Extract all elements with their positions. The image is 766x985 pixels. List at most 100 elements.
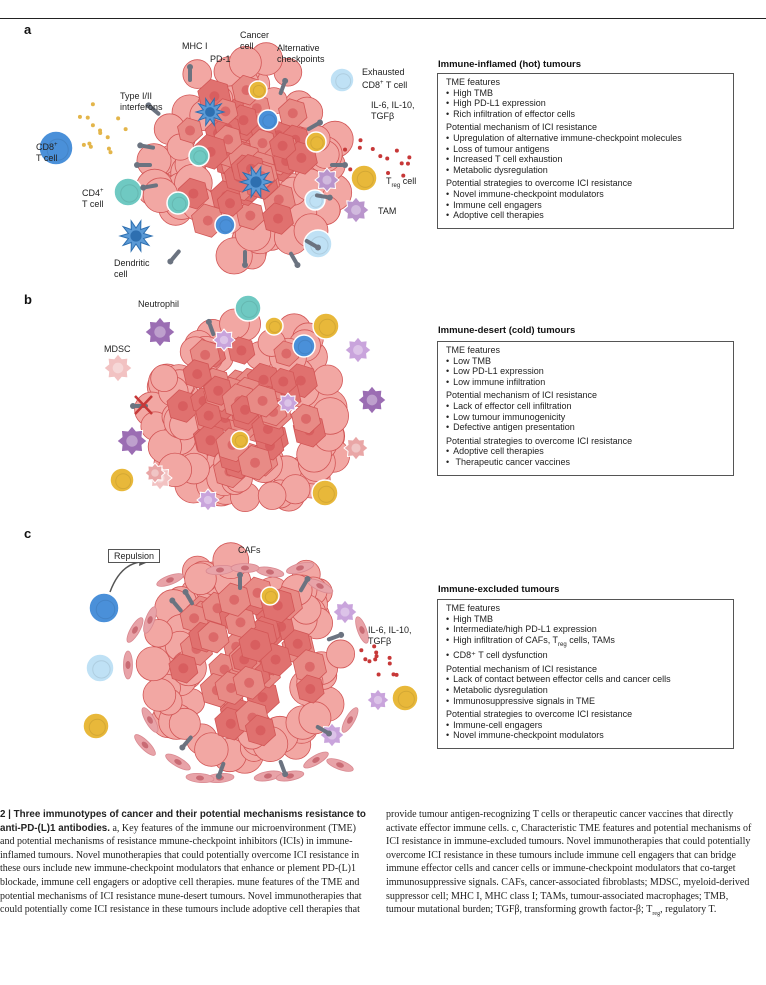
- caf-nucleus: [147, 616, 153, 624]
- info-bullet-item: High TMB: [446, 88, 733, 99]
- label-interferons: Type I/II interferons: [120, 91, 163, 112]
- checkpoint-receptor-head: [304, 576, 311, 583]
- checkpoint-receptor-stem: [315, 725, 329, 734]
- caf-nucleus: [296, 565, 304, 571]
- cd4-t-cell-nucleus: [120, 184, 139, 203]
- cancer-cell-nucleus: [257, 692, 268, 703]
- info-bullet-item: Novel immune-checkpoint modulators: [446, 730, 733, 741]
- caf-nucleus: [241, 565, 249, 571]
- cancer-cell-nucleus: [258, 374, 269, 385]
- cancer-cell-nucleus: [296, 152, 307, 163]
- checkpoint-receptor: [237, 572, 243, 590]
- info-bullet-item: Adoptive cell therapies: [446, 210, 733, 221]
- info-bullet-item: Metabolic dysregulation: [446, 165, 733, 176]
- info-bullet-item: Immune-cell engagers: [446, 720, 733, 731]
- cytokine-dot: [387, 655, 392, 660]
- repulsion-arrow: [109, 561, 141, 593]
- checkpoint-receptor: [145, 102, 161, 116]
- checkpoint-receptor-stem: [278, 759, 287, 774]
- checkpoint-receptor: [215, 761, 226, 780]
- caf-nucleus: [266, 569, 274, 575]
- checkpoint-receptor: [289, 251, 301, 268]
- tam-nucleus: [373, 695, 383, 705]
- checkpoint-receptor-head: [167, 258, 174, 265]
- checkpoint-receptor: [299, 576, 311, 593]
- label-tam: TAM: [378, 206, 397, 216]
- cytokine-dot: [407, 155, 412, 160]
- checkpoint-receptor: [330, 162, 348, 168]
- interferon-dot: [85, 115, 90, 120]
- checkpoint-receptor: [179, 735, 193, 751]
- cancer-cell: [142, 678, 177, 712]
- info-section: Potential strategies to overcome ICI res…: [446, 709, 733, 741]
- checkpoint-receptor-head: [294, 261, 301, 268]
- checkpoint-receptor-stem: [141, 143, 156, 150]
- cancer-cell-nucleus: [203, 410, 214, 421]
- checkpoint-receptor: [278, 759, 289, 778]
- caf-nucleus: [312, 757, 320, 763]
- checkpoint-receptor-head: [145, 102, 152, 109]
- cd8-t-cell-nucleus: [297, 339, 313, 355]
- caption-left: 2 | Three immunotypes of cancer and thei…: [0, 808, 372, 917]
- tumour-mass: [135, 542, 356, 774]
- interferon-dot: [116, 116, 121, 121]
- cytokine-dot: [387, 661, 392, 666]
- info-box-immune-excluded: TME featuresHigh TMBIntermediate/high PD…: [437, 599, 734, 749]
- mdsc-nucleus: [203, 495, 213, 505]
- caption-title: 2 | Three immunotypes of cancer and thei…: [0, 809, 366, 834]
- checkpoint-receptor-stem: [306, 122, 320, 131]
- cross-mark: [134, 395, 153, 415]
- dendritic-cell-nucleus: [250, 176, 262, 188]
- checkpoint-receptor-head: [282, 771, 289, 778]
- cancer-cell-nucleus: [255, 725, 266, 736]
- mdsc: [212, 328, 236, 352]
- neutrophil-nucleus: [154, 326, 166, 338]
- exhausted-cd8-t-cell-nucleus: [92, 660, 111, 679]
- cancer-cell-nucleus: [240, 404, 251, 415]
- checkpoint-receptor-head: [237, 572, 243, 578]
- tumour-mass: [134, 306, 351, 513]
- mdsc: [144, 462, 166, 484]
- caf-nucleus: [316, 583, 324, 589]
- mdsc: [344, 336, 372, 364]
- treg-cell-nucleus: [234, 434, 247, 447]
- info-bullet-item: Rich infiltration of effector cells: [446, 109, 733, 120]
- cancer-cell-nucleus: [278, 376, 289, 387]
- cancer-cell-nucleus: [257, 138, 268, 149]
- checkpoint-receptor: [134, 162, 152, 168]
- checkpoint-receptor-head: [282, 77, 289, 84]
- cytokine-dot: [394, 148, 399, 153]
- panel-letter-a: a: [24, 22, 32, 37]
- caf-nucleus: [359, 626, 365, 634]
- interferon-dot: [77, 114, 82, 119]
- excluded-tumour-illustration: [82, 542, 419, 784]
- checkpoint-receptor: [242, 250, 248, 268]
- treg-cell-nucleus: [397, 690, 415, 708]
- cytokine-dot: [363, 657, 368, 662]
- mdsc-nucleus: [353, 345, 363, 355]
- cancer-cell-nucleus: [295, 375, 306, 386]
- info-bullet-item: Defective antigen presentation: [446, 422, 733, 433]
- label-cytokines-c: IL-6, IL-10, TGFβ: [368, 625, 412, 646]
- tam: [332, 599, 358, 625]
- treg-cell-nucleus: [317, 485, 335, 503]
- checkpoint-receptor: [314, 193, 333, 201]
- checkpoint-receptor-head: [140, 184, 147, 191]
- caf-nucleus: [174, 759, 182, 765]
- cancer-cell-nucleus: [250, 457, 261, 468]
- treg-cell-nucleus: [264, 590, 277, 603]
- tam-nucleus: [351, 205, 361, 215]
- neutrophil: [116, 425, 148, 457]
- tam-nucleus: [340, 607, 350, 617]
- tam-nucleus: [322, 175, 332, 185]
- title-immune-inflamed: Immune-inflamed (hot) tumours: [438, 59, 582, 70]
- info-bullet-item: Intermediate/high PD-L1 expression: [446, 624, 733, 635]
- cancer-cell-nucleus: [257, 395, 268, 406]
- cytokine-dot: [378, 154, 383, 159]
- cancer-cell-nucleus: [178, 663, 189, 674]
- checkpoint-receptor-stem: [148, 105, 161, 116]
- cancer-cell-nucleus: [250, 639, 261, 650]
- cancer-cell-nucleus: [273, 194, 284, 205]
- cd4-t-cell-nucleus: [240, 300, 258, 318]
- checkpoint-receptor-head: [215, 773, 222, 780]
